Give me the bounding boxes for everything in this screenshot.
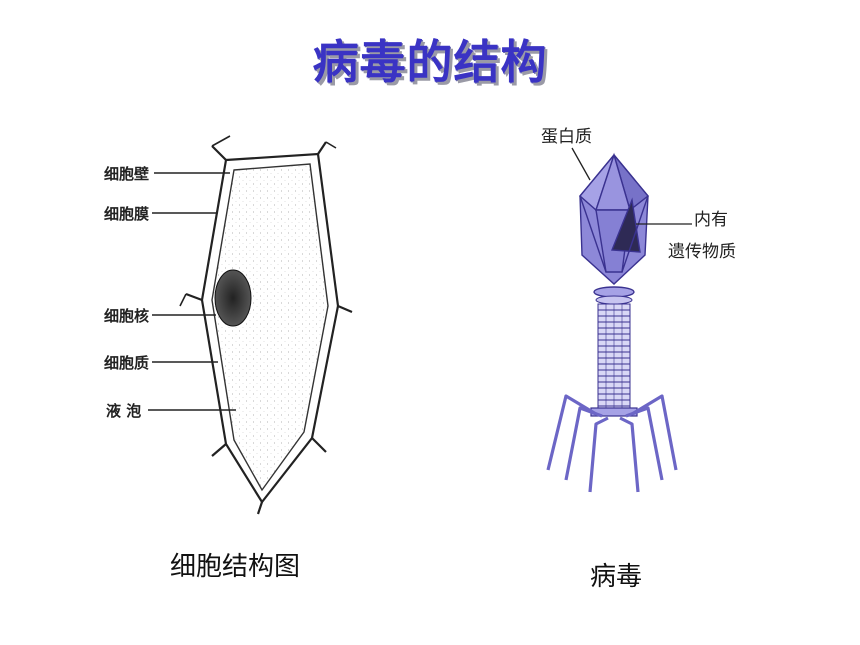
slide-title: 病毒的结构 <box>312 35 548 89</box>
cell-pointer-lines <box>148 172 236 411</box>
virus-tail-fibers <box>546 394 678 493</box>
label-protein: 蛋白质 <box>541 127 592 147</box>
label-cell-wall: 细胞壁 <box>104 165 150 183</box>
label-inner-1: 内有 <box>694 210 728 230</box>
cell-caption: 细胞结构图 <box>170 552 301 582</box>
virus-pointer-lines <box>571 147 692 225</box>
label-cell-membrane: 细胞膜 <box>104 205 150 223</box>
virus-tail <box>597 303 631 411</box>
label-nucleus: 细胞核 <box>104 307 150 325</box>
label-vacuole: 液 泡 <box>106 402 142 420</box>
virus-caption: 病毒 <box>590 562 643 592</box>
label-inner-2: 遗传物质 <box>668 242 736 262</box>
label-cytoplasm: 细胞质 <box>104 354 150 372</box>
nucleus <box>214 269 252 327</box>
virus-head <box>579 152 649 285</box>
cell-wall <box>179 135 353 515</box>
